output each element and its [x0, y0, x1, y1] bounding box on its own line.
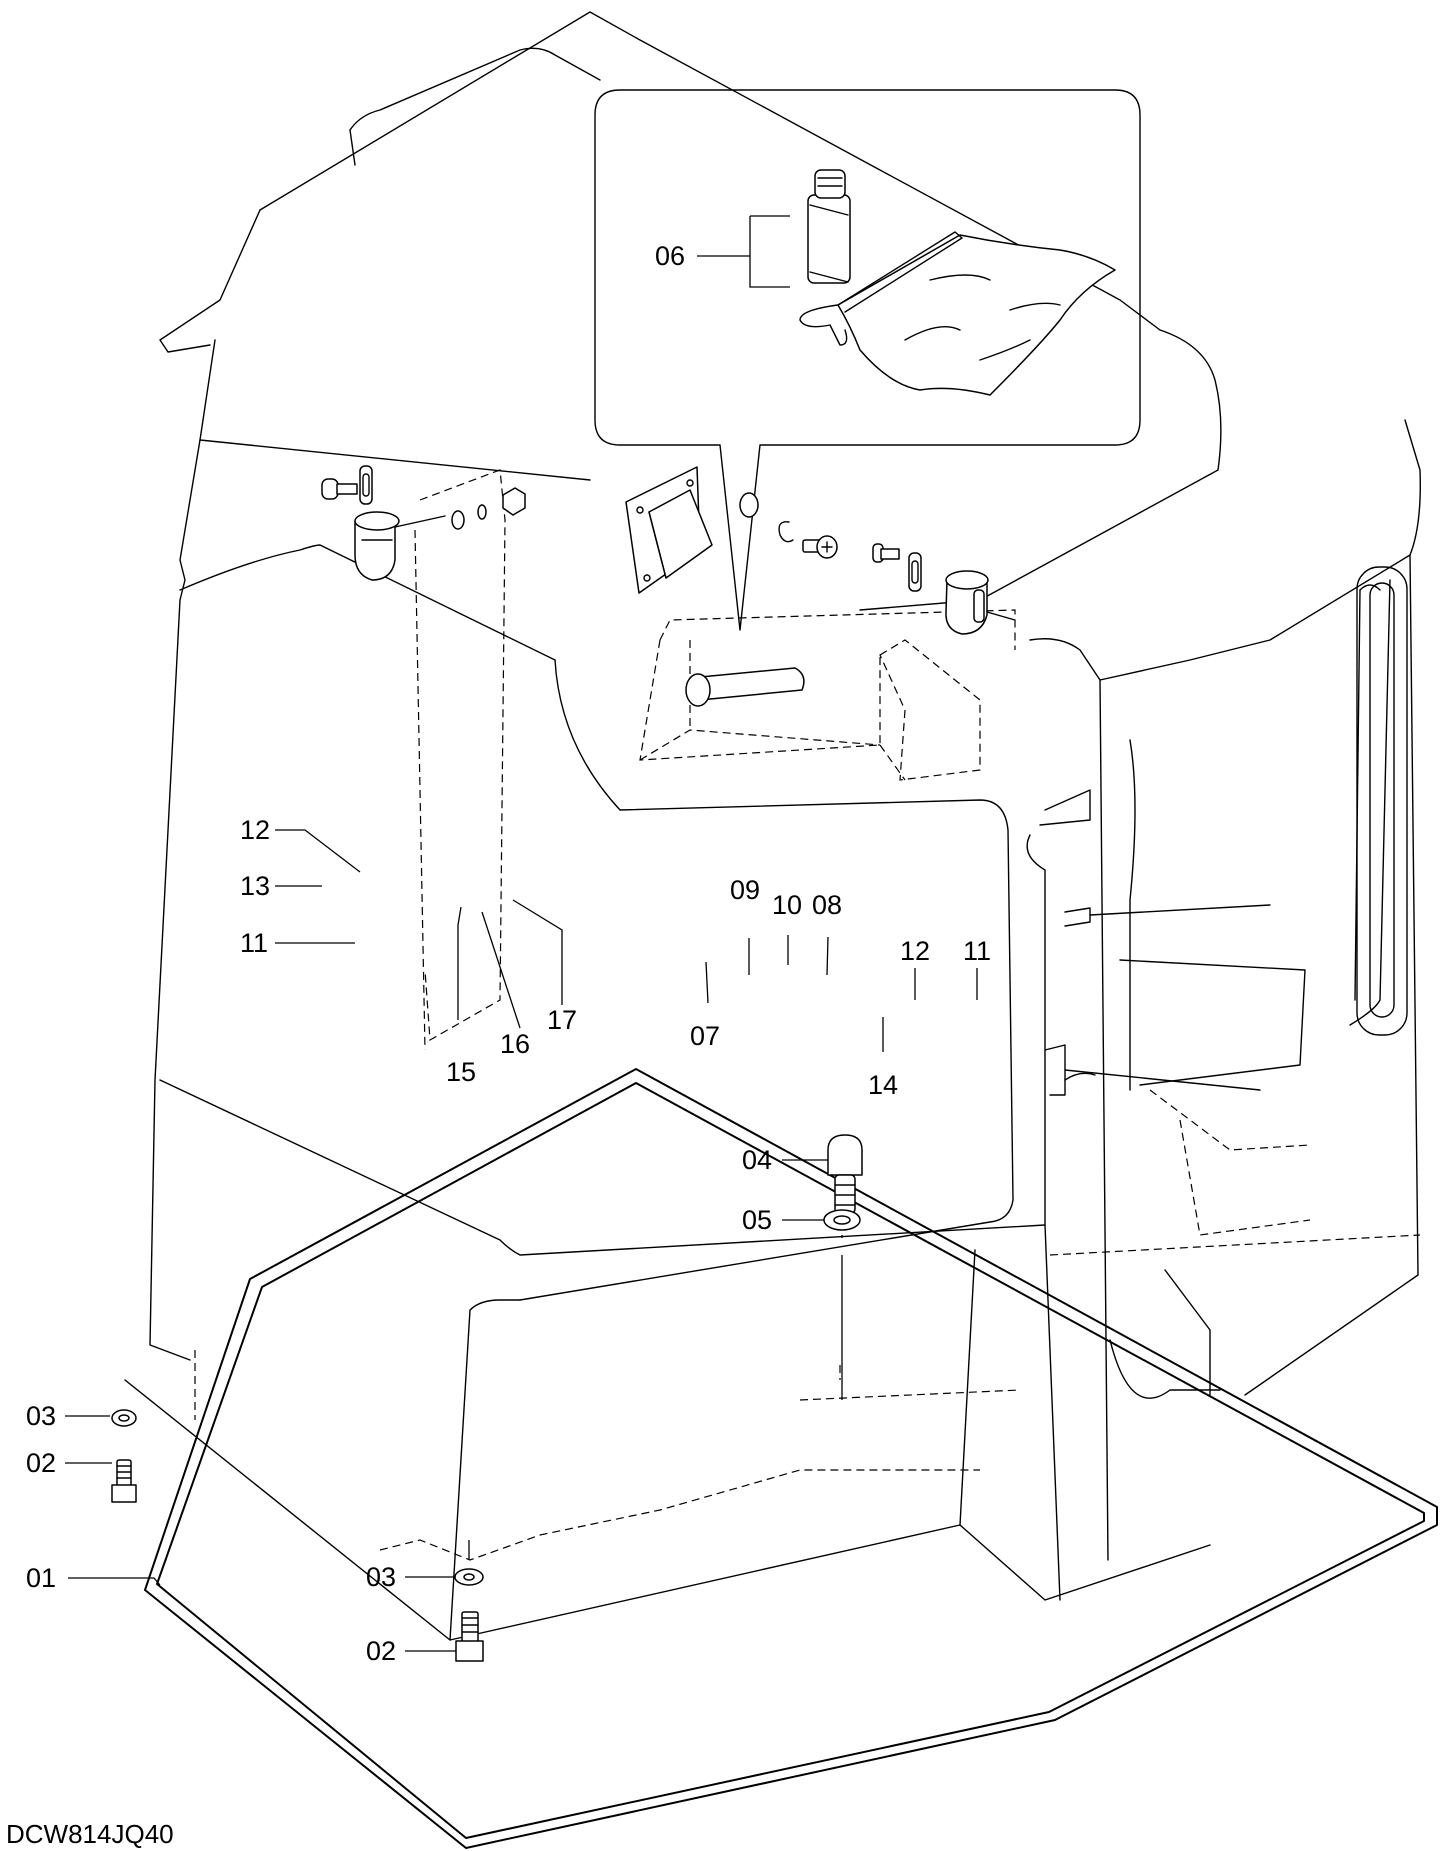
hidden-storage-box — [194, 609, 1421, 1561]
label-11-left: 11 — [240, 928, 268, 958]
drawing-code: DCW814JQ40 — [6, 1819, 174, 1849]
leader-lines — [65, 215, 978, 1652]
floor-mat — [144, 1068, 1438, 1849]
part-02-bolt-left — [111, 1459, 137, 1503]
label-09: 09 — [730, 875, 760, 905]
label-08: 08 — [812, 890, 842, 920]
part-12-left-slot — [362, 473, 370, 497]
label-17: 17 — [547, 1005, 577, 1035]
label-04: 04 — [742, 1145, 772, 1175]
part-10-snap-ring — [778, 521, 794, 543]
part-11-right-holder — [945, 570, 989, 635]
part-02-bolt-lower — [455, 1611, 484, 1662]
part-15-washer — [451, 510, 465, 530]
label-12-right: 12 — [900, 936, 930, 966]
part-03-washer-lower — [454, 1568, 484, 1586]
label-05: 05 — [742, 1205, 772, 1235]
part-05-washer — [823, 1209, 861, 1231]
part-09-washer — [739, 492, 759, 518]
part-03-washer-left — [111, 1409, 137, 1427]
label-03-left: 03 — [26, 1401, 56, 1431]
label-10: 10 — [772, 890, 802, 920]
part-16-spring-washer — [477, 504, 487, 520]
label-07: 07 — [690, 1021, 720, 1051]
label-01: 01 — [26, 1563, 56, 1593]
parts — [111, 465, 1016, 1662]
label-14: 14 — [868, 1070, 898, 1100]
part-07-ashtray — [625, 466, 713, 594]
detail-inset — [594, 89, 1141, 631]
part-08-screw — [802, 535, 838, 559]
label-12-left: 12 — [240, 815, 270, 845]
cab-body — [124, 11, 1421, 1641]
label-15: 15 — [446, 1057, 476, 1087]
part-12-left — [359, 465, 373, 505]
label-02-left: 02 — [26, 1448, 56, 1478]
callout-labels: 12 13 11 06 09 10 08 12 11 07 17 16 15 1… — [26, 241, 991, 1666]
label-11-right: 11 — [963, 936, 991, 966]
label-13: 13 — [240, 871, 270, 901]
part-11-left-holder — [354, 511, 400, 581]
part-17-nut — [502, 487, 526, 516]
part-14-stud — [872, 543, 900, 563]
label-02-lower: 02 — [366, 1636, 396, 1666]
part-12-right-slot — [911, 560, 919, 584]
label-03-lower: 03 — [366, 1562, 396, 1592]
part-12-right — [908, 552, 922, 592]
label-16: 16 — [500, 1029, 530, 1059]
part-04-plug — [827, 1134, 863, 1214]
label-06: 06 — [655, 241, 685, 271]
part-13-screw — [321, 478, 358, 500]
